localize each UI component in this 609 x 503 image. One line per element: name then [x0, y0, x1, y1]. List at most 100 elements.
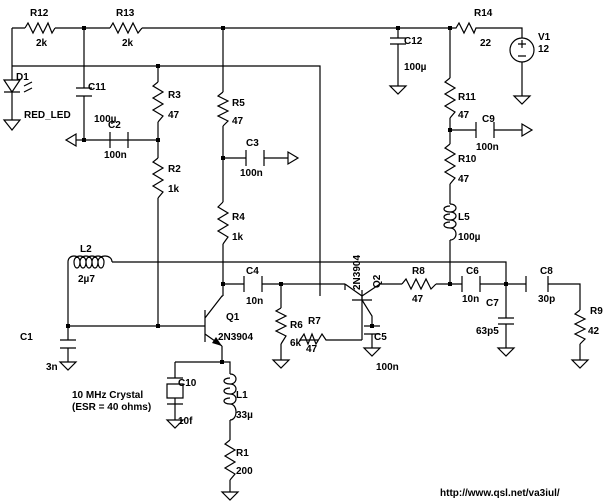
c10-ref: C10 — [178, 378, 197, 389]
r1-ref: R1 — [236, 448, 249, 459]
d1-ref: D1 — [16, 72, 29, 83]
c4-value: 10n — [246, 296, 263, 307]
resistor-r13-symbol — [109, 21, 143, 35]
capacitor-c11-symbol — [76, 87, 92, 97]
capacitor-c9-symbol — [475, 122, 495, 138]
r1-value: 200 — [236, 466, 253, 477]
resistor-r3-symbol — [151, 81, 165, 123]
c12-ref: C12 — [404, 36, 423, 47]
resistor-r14-symbol — [450, 21, 478, 35]
resistor-r4-symbol — [216, 201, 230, 245]
resistor-r11-symbol — [443, 77, 457, 119]
r14-ref: R14 — [474, 8, 493, 19]
c11-ref: C11 — [88, 82, 106, 93]
l2-value: 2µ7 — [78, 274, 95, 285]
r3-value: 47 — [168, 110, 180, 121]
c2-ref: C2 — [108, 120, 121, 131]
capacitor-c7-symbol — [498, 317, 514, 325]
capacitor-c4-symbol — [243, 276, 263, 292]
c6-value: 10n — [462, 294, 479, 305]
resistor-r6-symbol — [274, 307, 288, 345]
labels: R12 2k R13 2k R14 22 V1 12 D1 RED_LED C1… — [16, 8, 603, 499]
c1-ref: C1 — [20, 332, 33, 343]
q1-ref: Q1 — [226, 312, 240, 323]
ground-symbols — [2, 85, 590, 501]
l1-value: 33µ — [236, 410, 253, 421]
c9-ref: C9 — [482, 114, 495, 125]
r10-value: 47 — [458, 174, 470, 185]
q2-ref: Q2 — [372, 274, 383, 288]
r7-value: 47 — [306, 344, 318, 355]
r8-value: 47 — [412, 294, 424, 305]
capacitor-c6-symbol — [461, 276, 481, 292]
c8-ref: C8 — [540, 266, 553, 277]
capacitor-c12-symbol — [390, 37, 406, 45]
footer-url: http://www.qsl.net/va3iul/ — [440, 488, 560, 499]
r2-value: 1k — [168, 184, 180, 195]
r13-ref: R13 — [116, 8, 135, 19]
crystal-line1: 10 MHz Crystal — [72, 390, 143, 401]
v1-value: 12 — [538, 44, 550, 55]
resistor-r2-symbol — [151, 157, 165, 199]
r5-ref: R5 — [232, 98, 245, 109]
r3-ref: R3 — [168, 90, 181, 101]
crystal-line2: (ESR = 40 ohms) — [72, 402, 151, 413]
c12-value: 100µ — [404, 62, 427, 73]
r9-ref: R9 — [590, 306, 603, 317]
r2-ref: R2 — [168, 164, 181, 175]
r9-value: 42 — [588, 326, 600, 337]
r4-ref: R4 — [232, 212, 245, 223]
v1-ref: V1 — [538, 32, 551, 43]
r11-ref: R11 — [458, 92, 476, 103]
resistor-r5-symbol — [216, 91, 230, 127]
voltage-source-v1-symbol — [509, 37, 535, 96]
c8-value: 30p — [538, 294, 555, 305]
c7-ref: C7 — [486, 298, 499, 309]
inductor-l5-symbol — [443, 203, 457, 241]
resistor-r12-symbol — [24, 21, 56, 35]
r7-ref: R7 — [308, 316, 321, 327]
capacitor-c8-symbol — [525, 276, 549, 292]
c5-value: 100n — [376, 362, 399, 373]
c10-value: 10f — [178, 416, 193, 427]
junctions — [66, 26, 508, 364]
capacitor-c3-symbol — [245, 150, 265, 166]
r6-value: 6k — [290, 338, 302, 349]
transistor-q2-symbol — [344, 283, 372, 301]
resistor-r1-symbol — [223, 439, 237, 481]
c1-value: 3n — [46, 362, 58, 373]
r5-value: 47 — [232, 116, 244, 127]
capacitor-c5-symbol — [364, 325, 380, 335]
resistor-r7-symbol — [298, 332, 328, 346]
r10-ref: R10 — [458, 154, 477, 165]
crystal-symbol — [166, 377, 184, 406]
c3-ref: C3 — [246, 138, 259, 149]
c7-value: 63p5 — [476, 326, 499, 337]
c5-ref: C5 — [374, 332, 387, 343]
r11-value: 47 — [458, 110, 470, 121]
r12-value: 2k — [36, 38, 48, 49]
r12-ref: R12 — [30, 8, 49, 19]
q2-part: 2N3904 — [352, 255, 363, 290]
l5-value: 100µ — [458, 232, 481, 243]
capacitor-c2-symbol — [109, 132, 129, 148]
c9-value: 100n — [476, 142, 499, 153]
c6-ref: C6 — [466, 266, 479, 277]
r13-value: 2k — [122, 38, 134, 49]
resistor-r8-symbol — [401, 277, 437, 291]
l1-ref: L1 — [236, 390, 248, 401]
transistor-q1-symbol — [204, 295, 223, 347]
r4-value: 1k — [232, 232, 244, 243]
r14-value: 22 — [480, 38, 492, 49]
capacitor-c1-symbol — [60, 339, 76, 349]
r6-ref: R6 — [290, 320, 303, 331]
l5-ref: L5 — [458, 212, 470, 223]
c3-value: 100n — [240, 168, 263, 179]
inductor-l1-symbol — [223, 373, 237, 421]
l2-ref: L2 — [80, 244, 92, 255]
resistor-r9-symbol — [573, 309, 587, 345]
d1-value: RED_LED — [24, 110, 71, 121]
inductor-l2-symbol — [67, 255, 113, 269]
